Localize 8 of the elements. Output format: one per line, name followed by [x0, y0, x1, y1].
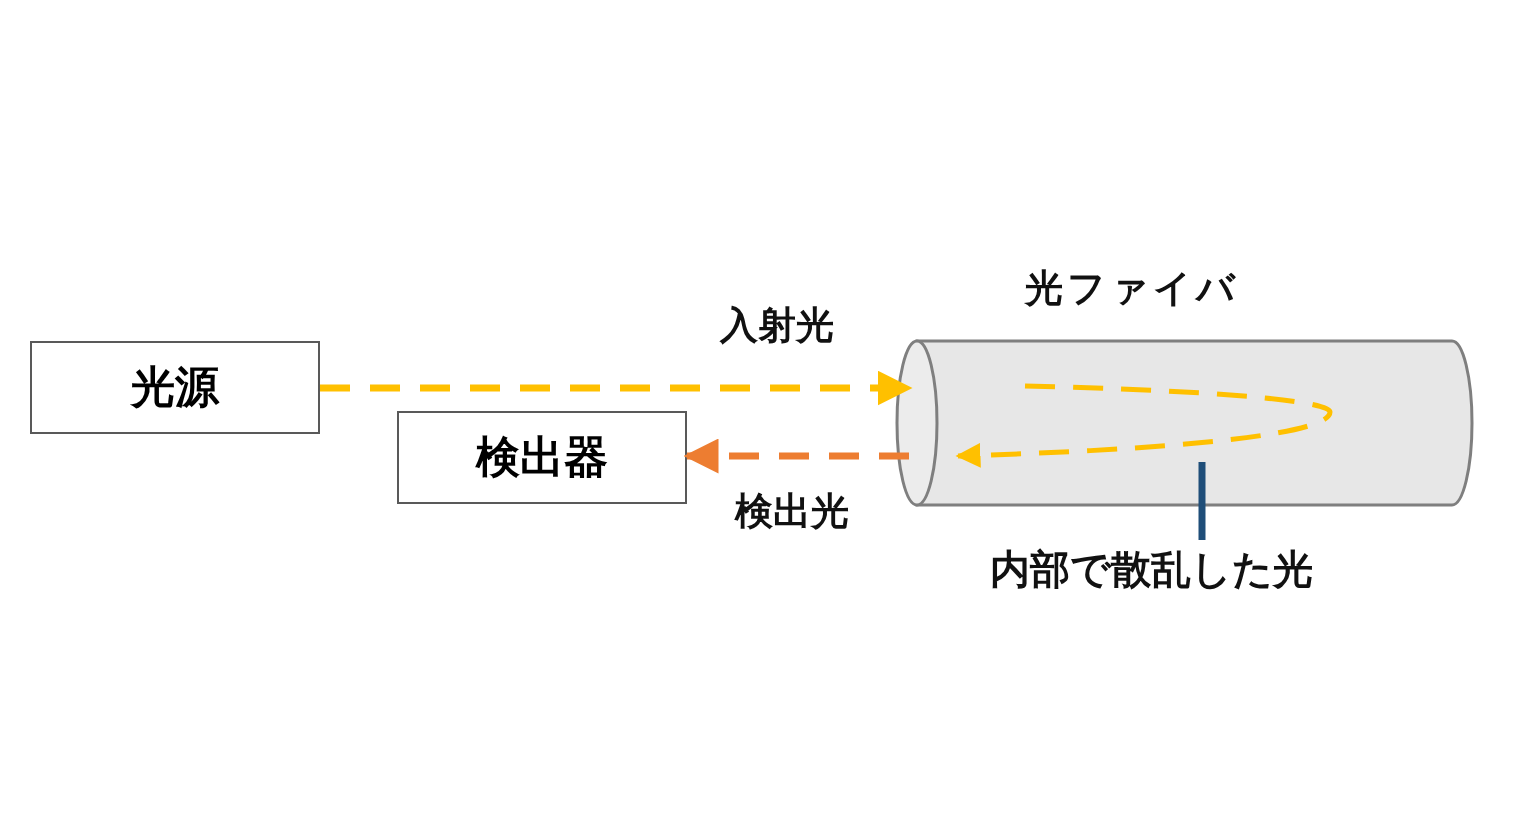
process-box [30, 341, 320, 434]
light-arrow [320, 370, 913, 406]
box-label: 検出器 [476, 430, 608, 484]
box-label: 光源 [131, 360, 219, 414]
process-box [397, 411, 687, 504]
fiber-title: 光ファイバ [1025, 265, 1239, 312]
callout-text: 内部で散乱した光 [990, 545, 1313, 594]
light-arrow [683, 438, 909, 474]
